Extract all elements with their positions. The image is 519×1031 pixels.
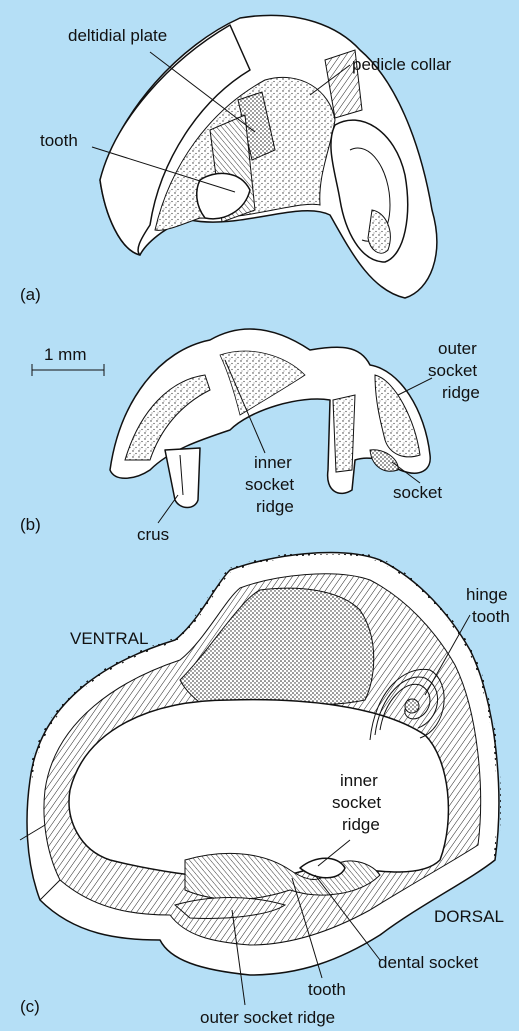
label-crus: crus <box>137 525 169 544</box>
svg-text:socket: socket <box>332 793 381 812</box>
scale-bar-label: 1 mm <box>44 345 87 364</box>
svg-text:ridge: ridge <box>342 815 380 834</box>
svg-text:inner: inner <box>254 453 292 472</box>
label-hinge-tooth: hinge tooth <box>466 585 510 626</box>
panel-c: (c) VENTRAL hinge tooth inner socket rid… <box>20 553 510 1027</box>
label-outer-socket-ridge-c: outer socket ridge <box>200 1008 335 1027</box>
panel-c-label: (c) <box>20 997 40 1016</box>
label-tooth-a: tooth <box>40 131 78 150</box>
label-dorsal: DORSAL <box>434 907 504 926</box>
svg-text:socket: socket <box>245 475 294 494</box>
panel-a-label: (a) <box>20 285 41 304</box>
leader-crus <box>158 495 178 523</box>
label-dental-socket: dental socket <box>378 953 478 972</box>
label-socket-b: socket <box>393 483 442 502</box>
svg-text:ridge: ridge <box>256 497 294 516</box>
panel-b: 1 mm (b) outer socket ridge inner socket… <box>20 329 480 544</box>
svg-text:tooth: tooth <box>472 607 510 626</box>
label-ventral: VENTRAL <box>70 629 148 648</box>
panel-b-label: (b) <box>20 515 41 534</box>
label-pedicle-collar: pedicle collar <box>352 55 452 74</box>
label-outer-socket-ridge-b: outer socket ridge <box>428 339 480 402</box>
svg-text:hinge: hinge <box>466 585 508 604</box>
label-inner-socket-ridge-b: inner socket ridge <box>245 453 294 516</box>
panel-a: (a) deltidial plate pedicle collar tooth <box>20 15 452 304</box>
svg-text:ridge: ridge <box>442 383 480 402</box>
valve-c-drawing <box>20 553 499 975</box>
svg-text:socket: socket <box>428 361 477 380</box>
label-deltidial-plate: deltidial plate <box>68 26 167 45</box>
svg-text:outer: outer <box>438 339 477 358</box>
svg-text:inner: inner <box>340 771 378 790</box>
label-tooth-c: tooth <box>308 980 346 999</box>
